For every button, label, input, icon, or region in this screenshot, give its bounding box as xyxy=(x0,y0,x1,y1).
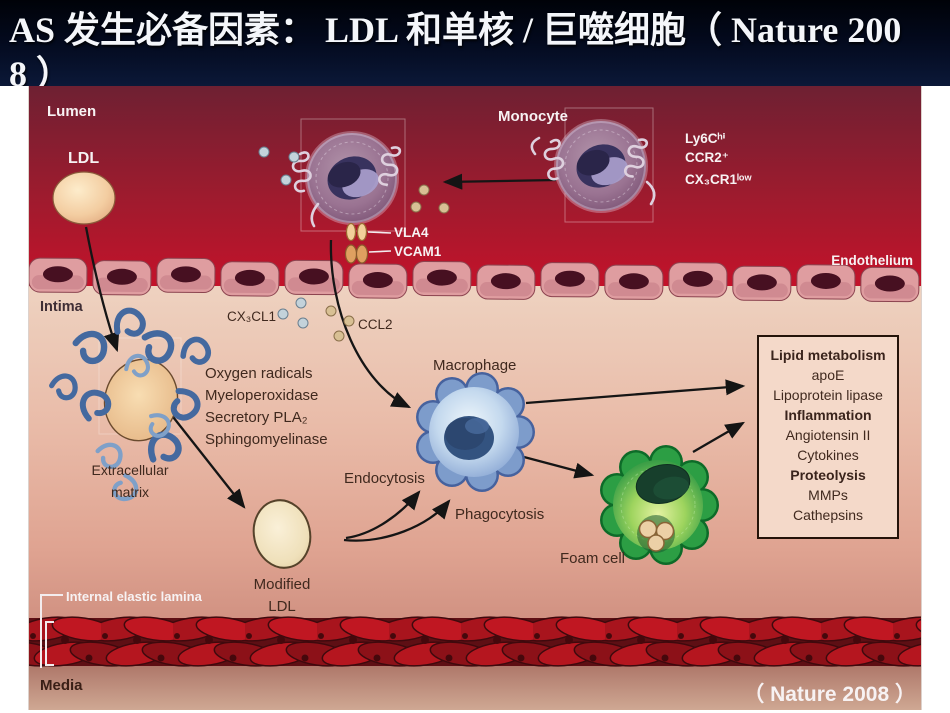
extracellular-matrix-label-line1: Extracellular xyxy=(91,462,168,478)
pathway-figure-canvas: Lipid metabolism apoE Lipoprotein lipase… xyxy=(29,86,921,710)
modified-ldl-label-line1: Modified xyxy=(254,576,311,593)
enzyme-sphingomyelinase-label: Sphingomyelinase xyxy=(205,431,328,448)
enzyme-secretory-pla2-label: Secretory PLA₂ xyxy=(205,409,308,426)
box-item-inflammation: Inflammation xyxy=(784,407,871,423)
macrophage-cell xyxy=(416,372,535,492)
slide-title-line2: 8 ） xyxy=(9,54,73,86)
modified-ldl-particle xyxy=(252,499,312,569)
monocyte-receptor-coils-2 xyxy=(530,136,656,206)
marker-ccr2-label: CCR2⁺ xyxy=(685,150,729,165)
foam-cell-label: Foam cell xyxy=(560,550,625,567)
enzyme-oxygen-radicals-label: Oxygen radicals xyxy=(205,365,313,382)
marker-ly6c-label: Ly6Cʰⁱ xyxy=(685,131,725,146)
foam-cell xyxy=(600,445,719,565)
box-item-cytokines: Cytokines xyxy=(797,447,858,463)
endocytosis-label: Endocytosis xyxy=(344,470,425,487)
arrow-ldl-to-matrix xyxy=(84,226,120,353)
box-item-proteolysis: Proteolysis xyxy=(790,467,866,483)
endothelium-label: Endothelium xyxy=(831,253,913,268)
box-item-lipoprotein-lipase: Lipoprotein lipase xyxy=(773,387,883,403)
arrow-transmigration xyxy=(329,239,412,409)
arrow-foamcell-to-box xyxy=(692,421,745,453)
internal-elastic-lamina-label: Internal elastic lamina xyxy=(66,589,203,604)
slide-title-bar: AS 发生必备因素： LDL 和单核 / 巨噬细胞（ Nature 200 8 … xyxy=(0,0,950,86)
phagocytosis-label: Phagocytosis xyxy=(455,506,544,523)
lamina-bracket xyxy=(40,594,63,668)
macrophage-label: Macrophage xyxy=(433,357,516,374)
arrow-macrophage-to-foamcell xyxy=(523,455,595,479)
box-item-apoe: apoE xyxy=(812,367,845,383)
lumen-label: Lumen xyxy=(47,103,96,120)
marker-cx3cr1-label: CX₃CR1ˡᵒʷ xyxy=(685,172,752,187)
monocyte-circulating xyxy=(530,119,656,213)
pathway-arrows xyxy=(84,173,746,542)
box-item-cathepsins: Cathepsins xyxy=(793,507,863,523)
media-label: Media xyxy=(40,677,83,694)
arrow-macrophage-to-box xyxy=(525,379,746,405)
extracellular-matrix-label-line2: matrix xyxy=(111,484,149,500)
vcam1-label: VCAM1 xyxy=(394,244,442,259)
box-item-angiotensin: Angiotensin II xyxy=(786,427,871,443)
box-item-mmps: MMPs xyxy=(808,487,848,503)
lipid-droplets xyxy=(638,519,675,552)
media-muscle-band xyxy=(29,614,921,670)
cx3cl1-label: CX₃CL1 xyxy=(227,309,276,324)
box-item-lipid-metabolism: Lipid metabolism xyxy=(770,347,885,363)
arrow-endocytosis xyxy=(345,490,421,540)
monocyte-adherent xyxy=(290,131,402,228)
arrow-phagocytosis xyxy=(343,499,451,542)
chemokine-dots xyxy=(258,146,450,342)
lumen-region xyxy=(29,86,921,288)
modified-ldl-label-line2: LDL xyxy=(268,598,296,615)
monocyte-receptor-coils xyxy=(290,144,402,228)
ldl-label: LDL xyxy=(68,150,99,167)
ldl-particle xyxy=(52,171,116,225)
enzyme-myeloperoxidase-label: Myeloperoxidase xyxy=(205,387,318,404)
arrow-monocyte-recruitment xyxy=(442,173,557,190)
effector-box: Lipid metabolism apoE Lipoprotein lipase… xyxy=(757,335,899,539)
vla4-label: VLA4 xyxy=(394,225,429,240)
adhesion-receptors xyxy=(344,222,392,264)
slide-title-line1: AS 发生必备因素： LDL 和单核 / 巨噬细胞（ Nature 200 xyxy=(9,10,902,50)
monocyte-label: Monocyte xyxy=(498,108,568,125)
intima-label: Intima xyxy=(40,299,84,315)
ccl2-label: CCL2 xyxy=(358,317,393,332)
arrow-matrix-to-modified-ldl xyxy=(165,407,246,509)
pathway-figure: Lipid metabolism apoE Lipoprotein lipase… xyxy=(28,86,922,710)
extracellular-matrix xyxy=(50,306,210,500)
nature-credit-label: （ Nature 2008 ） xyxy=(743,682,916,706)
